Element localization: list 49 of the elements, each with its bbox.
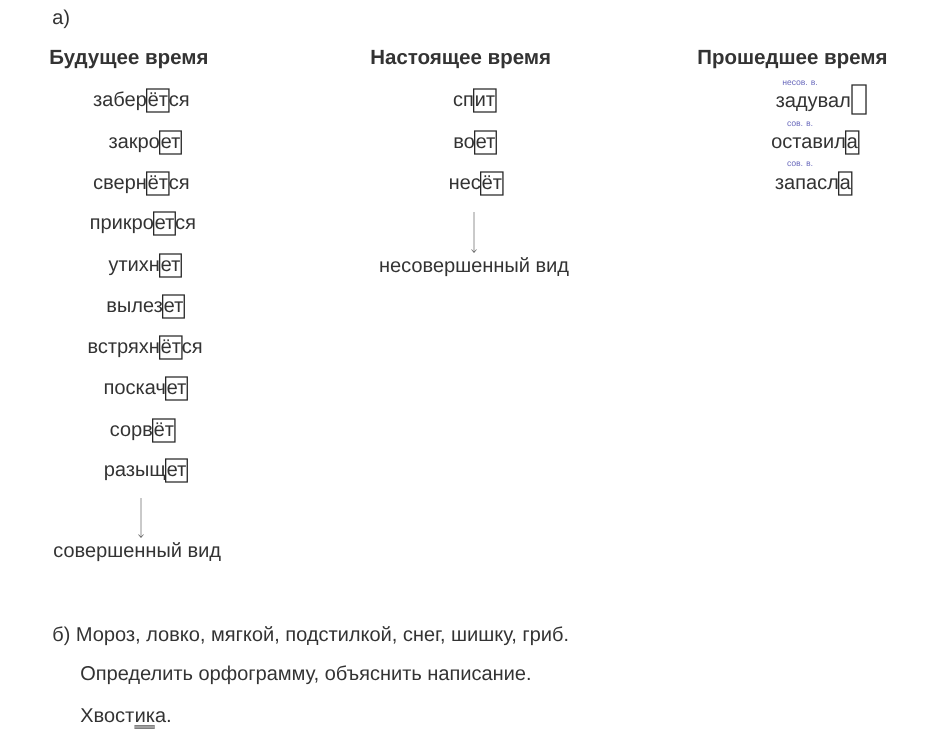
item-letter: а) [53, 10, 69, 28]
exercise-text: Определить орфограмму, объяснить написание. [81, 665, 530, 684]
word-suffix: ся [176, 218, 195, 230]
word-part: а. [156, 711, 170, 722]
word-stem: прикро [91, 218, 153, 234]
word-stem: вылез [108, 301, 162, 312]
word-ending: а [838, 171, 852, 196]
word-suffix: ся [170, 95, 188, 106]
word-stem: оставил [772, 137, 844, 148]
column-heading: Будущее время [50, 50, 207, 68]
word-ending: ет [159, 253, 182, 278]
word-part: ик [136, 711, 155, 722]
word-stem: забер [94, 91, 146, 110]
word-ending: ёт [480, 171, 504, 196]
word-stem: закро [109, 137, 159, 152]
arrow [138, 498, 144, 538]
word-ending: ет [474, 130, 497, 155]
word-stem: встряхн [88, 342, 158, 358]
word-ending: ёт [159, 335, 183, 360]
column-heading: Прошедшее время [698, 50, 886, 68]
word-ending: ет [159, 130, 182, 155]
word-stem: сверн [94, 178, 146, 194]
aspect-label: несовершенный вид [380, 257, 569, 276]
word-stem: сорв [110, 425, 152, 440]
word: задувал [776, 96, 850, 112]
aspect-note: сов. в. [787, 121, 812, 126]
word-stem: поскач [104, 383, 164, 394]
word-stem: запасл [775, 178, 838, 190]
word-suffix: ся [182, 342, 202, 354]
word-ending: ит [473, 88, 497, 113]
word-stem: сп [454, 95, 472, 106]
word-ending: ёт [146, 88, 170, 113]
word-ending: ет [165, 376, 188, 401]
word-ending: ет [162, 294, 185, 319]
arrow [471, 212, 477, 253]
word-ending: ёт [152, 418, 176, 443]
aspect-note: сов. в. [787, 161, 812, 166]
aspect-label: совершенный вид [54, 542, 221, 562]
word-ending: ет [165, 458, 188, 483]
word-ending: ёт [146, 171, 170, 196]
word-stem: во [454, 137, 474, 148]
exercise-text: б) Мороз, ловко, мягкой, подстилкой, снег, шишку, гриб. [53, 626, 568, 646]
word-ending: а [845, 130, 860, 155]
column-heading: Настоящее время [372, 50, 550, 68]
word-part: Хвост [80, 708, 134, 722]
aspect-note: несов. в. [782, 80, 817, 86]
word-stem: утихн [108, 260, 158, 276]
word-ending: ет [153, 211, 176, 236]
word-suffix: ся [170, 178, 188, 190]
